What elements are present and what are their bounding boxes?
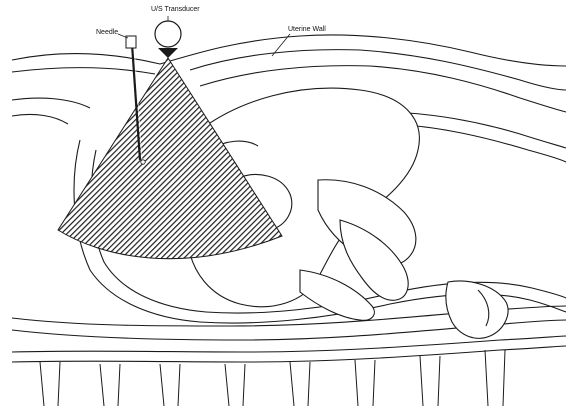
ultrasound-transducer bbox=[155, 21, 181, 58]
needle-tip bbox=[141, 160, 145, 164]
needle-label: Needle bbox=[96, 29, 118, 36]
vertebrae bbox=[40, 350, 505, 406]
label-leader-lines bbox=[118, 16, 290, 56]
transducer-label: U/S Transducer bbox=[151, 6, 200, 13]
uterine-wall-label: Uterine Wall bbox=[288, 26, 326, 33]
